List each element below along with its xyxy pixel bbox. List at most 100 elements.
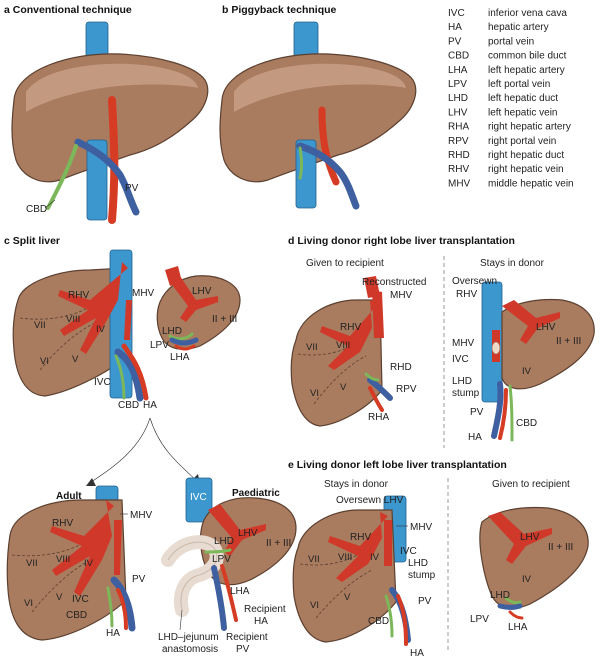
- left-hepatic-vein-stump: [165, 266, 182, 286]
- label-rpv: RPV: [396, 384, 417, 395]
- legend-abbr: RHD: [448, 150, 470, 161]
- label-lhv: LHV: [238, 528, 258, 539]
- hepatic-artery: [396, 594, 408, 646]
- legend-full: portal vein: [488, 36, 534, 47]
- label-lhd: LHD: [490, 590, 510, 601]
- left-hepatic-duct: [204, 548, 232, 554]
- legend-abbr: RPV: [448, 136, 469, 147]
- segment-vi: VI: [310, 600, 319, 611]
- left-hepatic-vein: [208, 504, 266, 556]
- reconstructed-mhv-top: [364, 276, 380, 298]
- segment-iv: IV: [522, 366, 532, 377]
- panel-paediatric: Paediatric IVC LHV II + III LHD LPV LHA …: [158, 477, 297, 655]
- left-portal-vein: [169, 337, 199, 346]
- hepatic-artery: [318, 106, 340, 186]
- label-stump: stump: [452, 388, 480, 399]
- bile-duct: [106, 586, 114, 628]
- label-lhv: LHV: [536, 322, 556, 333]
- label-lha: LHA: [230, 586, 250, 597]
- label-pv: PV: [125, 183, 139, 194]
- label-rhv: RHV: [68, 290, 89, 301]
- label-oversewn-lhv: Oversewn LHV: [336, 495, 404, 506]
- label-reconstructed: Reconstructed: [362, 277, 426, 288]
- ivc-vessel: [185, 477, 213, 523]
- legend-full: middle hepatic vein: [488, 178, 574, 189]
- panel-b-title: b Piggyback technique: [222, 4, 337, 16]
- label-ha: HA: [106, 628, 120, 639]
- bile-duct: [384, 594, 394, 638]
- legend-full: common bile duct: [488, 51, 567, 62]
- legend-abbr: MHV: [448, 178, 471, 189]
- arrow: [149, 417, 199, 483]
- legend-abbr: LHD: [448, 93, 468, 104]
- legend-abbr: RHV: [448, 164, 469, 175]
- label-rhv: RHV: [350, 532, 371, 543]
- panel-b: b Piggyback technique: [219, 4, 417, 210]
- left-hepatic-duct: [168, 332, 194, 341]
- segment-vi: VI: [40, 356, 49, 367]
- middle-hepatic-vein: [124, 300, 132, 340]
- hepatic-artery: [108, 96, 119, 224]
- label-mhv: MHV: [390, 290, 413, 301]
- legend-abbr: LHV: [448, 107, 468, 118]
- label-lpv: LPV: [470, 614, 489, 625]
- panel-c-title: c Split liver: [4, 235, 60, 247]
- segment-line: [11, 535, 95, 557]
- segment-viii: VIII: [56, 554, 70, 565]
- label-lhv: LHV: [520, 532, 540, 543]
- left-hepatic-artery: [174, 344, 196, 351]
- panel-e: e Living donor left lobe liver transplan…: [288, 459, 589, 659]
- label-mhv: MHV: [410, 522, 433, 533]
- segment-vii: VII: [306, 342, 318, 353]
- liver-highlight: [26, 63, 198, 112]
- portal-vein: [296, 142, 360, 210]
- given-to-recipient-header: Given to recipient: [492, 479, 570, 490]
- segment-iv: IV: [522, 574, 532, 585]
- segment-v: V: [56, 592, 63, 603]
- reconstructed-mhv: [372, 290, 384, 338]
- legend-full: left portal vein: [488, 79, 550, 90]
- panel-c: c Split liver RHV MHV LHV II + III LHD L…: [4, 235, 241, 486]
- left-hepatic-vein: [488, 512, 552, 564]
- legend-full: inferior vena cava: [488, 8, 567, 19]
- segment-v: V: [340, 382, 347, 393]
- right-hepatic-vein: [320, 300, 378, 370]
- label-lpv: LPV: [212, 554, 231, 565]
- label-rhv: RHV: [52, 518, 73, 529]
- arrow-head: [86, 478, 96, 486]
- right-portal-vein: [367, 377, 393, 401]
- segment-v: V: [344, 592, 351, 603]
- legend-abbr: LPV: [448, 79, 467, 90]
- given-to-recipient-header: Given to recipient: [306, 258, 384, 269]
- hepatic-artery: [116, 588, 128, 630]
- paediatric-title: Paediatric: [232, 488, 280, 499]
- legend-full: right hepatic vein: [488, 164, 564, 175]
- label-pv: PV: [418, 596, 432, 607]
- label-recipient-pv-1: Recipient: [226, 632, 268, 643]
- oversewn-rhv: [491, 341, 501, 355]
- label-recipient-ha-2: HA: [254, 616, 268, 627]
- label-ha: HA: [468, 432, 482, 443]
- legend-full: left hepatic duct: [488, 93, 558, 104]
- left-portal-vein: [497, 603, 523, 610]
- legend-full: left hepatic artery: [488, 65, 565, 76]
- label-rhv-donor: RHV: [456, 289, 477, 300]
- panel-e-title: e Living donor left lobe liver transplan…: [288, 459, 507, 471]
- segment-line: [313, 355, 367, 405]
- legend-full: left hepatic vein: [488, 107, 558, 118]
- recipient-hepatic-artery: [220, 564, 238, 622]
- label-lhd: LHD: [408, 558, 428, 569]
- label-rhv: RHV: [340, 322, 361, 333]
- legend-full: right portal vein: [488, 136, 556, 147]
- label-ii-iii: II + III: [212, 314, 237, 325]
- legend-abbr: LHA: [448, 65, 468, 76]
- recipient-portal-vein: [211, 565, 227, 631]
- left-hepatic-vein: [502, 300, 560, 344]
- label-cbd: CBD: [118, 400, 139, 411]
- segment-vii: VII: [34, 320, 46, 331]
- portal-vein: [110, 576, 136, 632]
- label-cbd: CBD: [516, 418, 537, 429]
- bile-duct: [46, 144, 78, 210]
- portal-vein: [74, 138, 140, 216]
